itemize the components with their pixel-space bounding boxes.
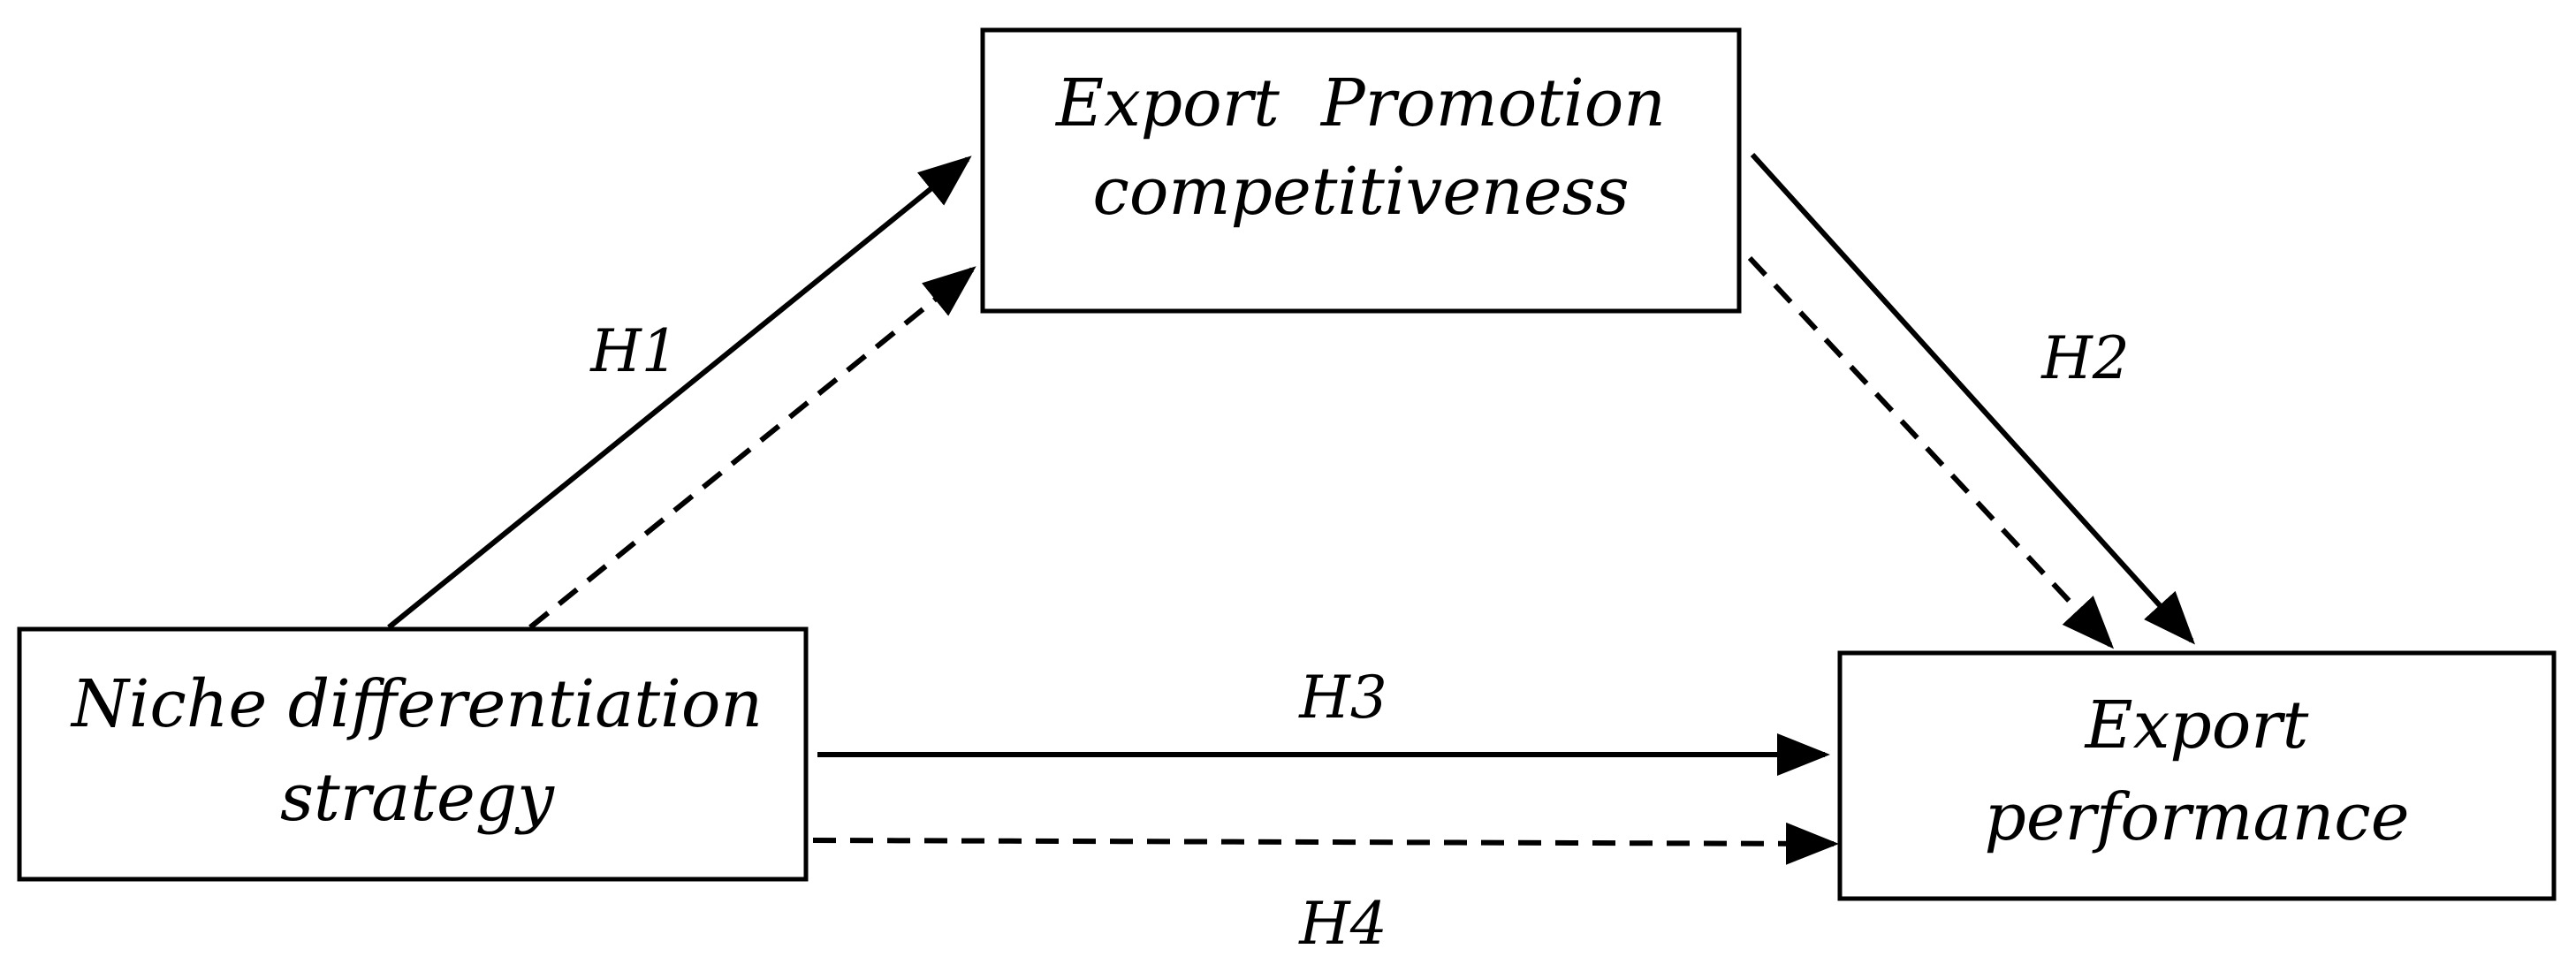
h2-dashed-arrow	[1747, 255, 2115, 649]
mediator-label-line2: competitiveness	[1092, 154, 1629, 230]
h2-solid-arrow	[1750, 152, 2196, 645]
independent-label-line1: Niche differentiation	[70, 666, 763, 742]
independent-box: Niche differentiation strategy	[17, 626, 809, 882]
h1-solid-arrow	[387, 156, 972, 630]
h2-label: H2	[2040, 324, 2130, 392]
mediator-label-line1: Export Promotion	[1054, 65, 1666, 141]
h4-label: H4	[1298, 890, 1387, 958]
mediator-box: Export Promotion competitiveness	[980, 27, 1742, 314]
h4-dashed-arrow	[812, 822, 1839, 865]
h3-label: H3	[1298, 664, 1387, 732]
dependent-label-line2: performance	[1984, 779, 2409, 855]
h1-label: H1	[589, 317, 679, 385]
dependent-label-line1: Export	[2084, 687, 2309, 763]
h1-dashed-arrow	[528, 266, 976, 630]
dependent-box: Export performance	[1837, 650, 2557, 901]
independent-label-line2: strategy	[280, 760, 555, 836]
